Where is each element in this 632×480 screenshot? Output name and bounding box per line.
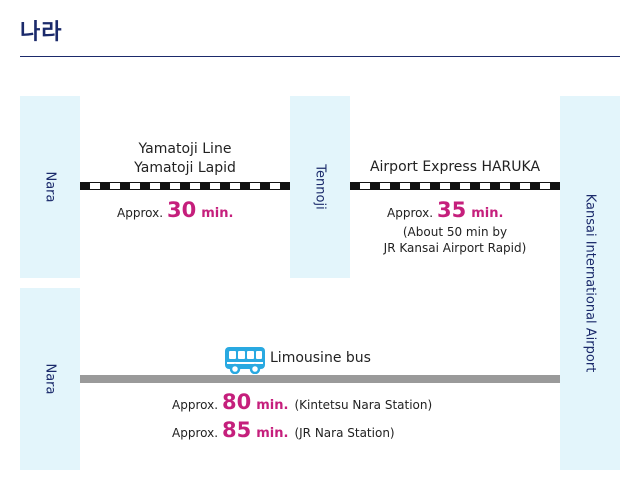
station-box-nara-top: Nara — [20, 96, 80, 278]
yamatoji-unit: min. — [201, 206, 234, 221]
yamatoji-duration: Approx.30 min. — [117, 198, 239, 222]
yamatoji-rapid-name: Yamatoji Lapid — [134, 160, 236, 176]
yamatoji-rail-track — [80, 182, 290, 190]
limousine-approx-label: Approx. — [172, 398, 219, 412]
station-label-nara-top: Nara — [42, 171, 58, 203]
limousine-duration-kintetsu: Approx.80 min. (Kintetsu Nara Station) — [172, 390, 432, 414]
haruka-route-name: Airport Express HARUKA — [369, 159, 541, 175]
haruka-duration: Approx.35 min. — [387, 198, 509, 222]
page-title: 나라 — [20, 20, 63, 45]
haruka-rail-track — [350, 182, 560, 190]
haruka-minutes: 35 — [437, 198, 467, 222]
station-box-tennoji: Tennoji — [290, 96, 350, 278]
station-label-nara-bottom: Nara — [42, 363, 58, 395]
limousine-unit: min. — [256, 426, 289, 441]
station-label-tennoji: Tennoji — [312, 164, 328, 210]
limousine-minutes-kintetsu: 80 — [222, 390, 252, 414]
haruka-note-line-1: (About 50 min by — [402, 225, 508, 239]
limousine-bus-label: Limousine bus — [270, 350, 371, 366]
haruka-unit: min. — [471, 206, 504, 221]
haruka-alternative-note: (About 50 min by JR Kansai Airport Rapid… — [350, 224, 560, 256]
limousine-minutes-jr: 85 — [222, 418, 252, 442]
station-box-kansai-airport: Kansai International Airport — [560, 96, 620, 470]
limousine-duration-jr: Approx.85 min. (JR Nara Station) — [172, 418, 395, 442]
yamatoji-minutes: 30 — [167, 198, 197, 222]
limousine-approx-label: Approx. — [172, 426, 219, 440]
yamatoji-approx-label: Approx. — [117, 206, 164, 220]
limousine-station-kintetsu: (Kintetsu Nara Station) — [294, 398, 433, 412]
yamatoji-route-name: Yamatoji Line Yamatoji Lapid — [80, 140, 290, 178]
station-box-nara-bottom: Nara — [20, 288, 80, 470]
limousine-station-jr: (JR Nara Station) — [294, 426, 395, 440]
yamatoji-line-name: Yamatoji Line — [138, 141, 232, 157]
limousine-bus-route-line — [80, 375, 560, 383]
haruka-approx-label: Approx. — [387, 206, 434, 220]
title-divider — [20, 56, 620, 57]
station-label-kansai-airport: Kansai International Airport — [582, 193, 598, 373]
limousine-unit: min. — [256, 398, 289, 413]
haruka-note-line-2: JR Kansai Airport Rapid) — [383, 241, 527, 255]
bus-icon — [224, 346, 266, 375]
